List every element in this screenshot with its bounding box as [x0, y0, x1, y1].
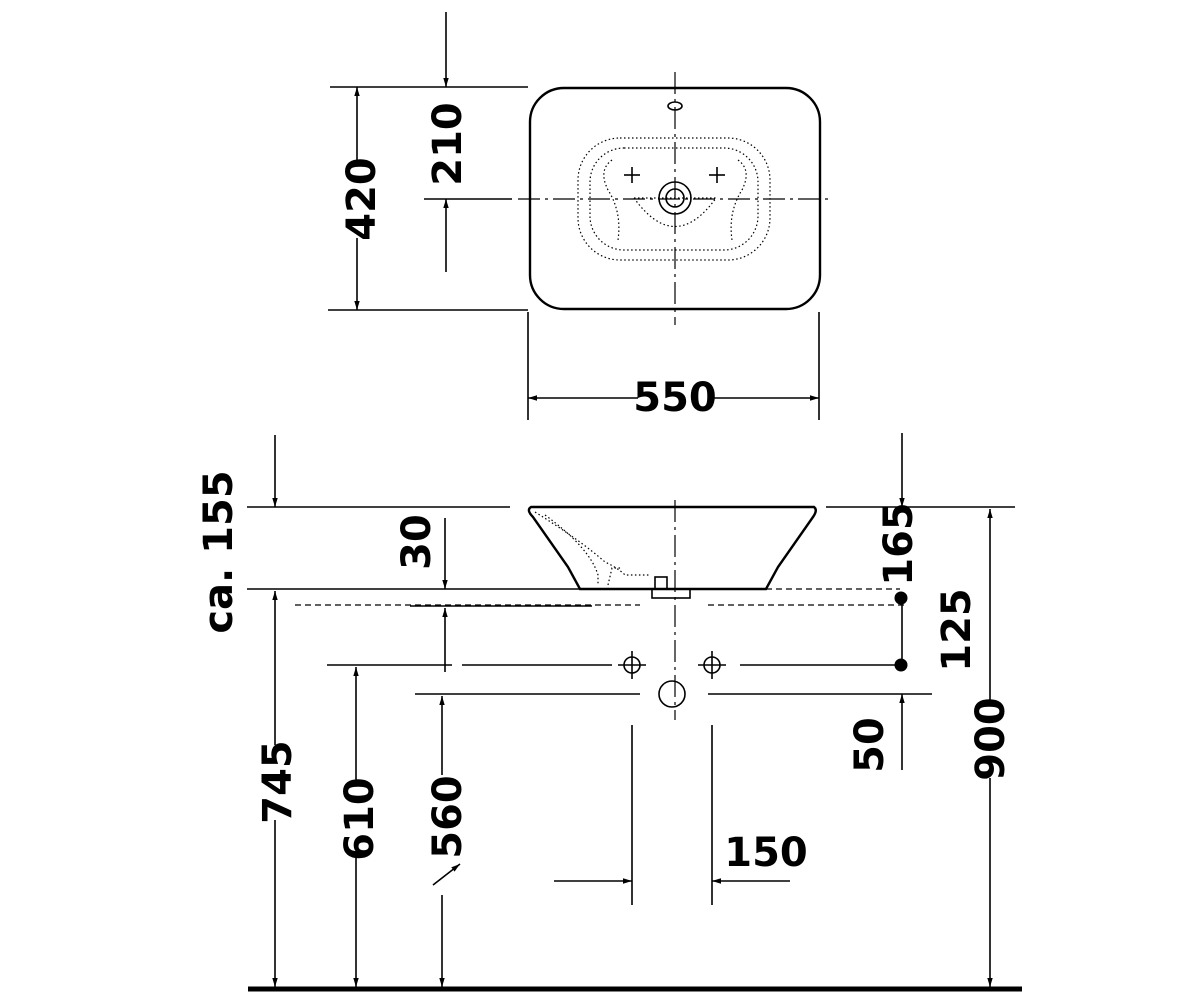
- dim-label-total-height: 900: [968, 697, 1014, 781]
- dim-label-counter-height: 745: [255, 740, 301, 824]
- top-view: [518, 72, 832, 325]
- dim-label-tap-spacing-horizontal: 150: [724, 830, 808, 876]
- dim-label-tap-hole-offset: 210: [425, 102, 471, 186]
- basin-outline-side: [527, 505, 817, 591]
- drain-fitting: [654, 576, 668, 590]
- dim-label-top-width: 550: [633, 375, 717, 421]
- dim-label-drain-height: 560: [425, 775, 471, 859]
- tap-symbol-right: [698, 651, 726, 679]
- tap-cross-right: [709, 167, 725, 183]
- dim-label-top-to-tap: 165: [876, 502, 922, 586]
- dim-label-top-depth: 420: [339, 157, 385, 241]
- dim-label-height: ca. 155: [196, 470, 242, 633]
- ref-arrow: [432, 863, 461, 886]
- dim-label-tap-spacing-vertical: 125: [934, 588, 980, 672]
- dim-dot-bottom: [894, 658, 908, 672]
- drain-symbol: [658, 680, 686, 708]
- dim-label-tap-height: 610: [337, 777, 383, 861]
- dim-dot-top: [894, 591, 908, 605]
- dim-label-tap-to-drain: 50: [847, 717, 893, 773]
- side-view: [247, 500, 1022, 992]
- tap-cross-left: [624, 167, 640, 183]
- tap-hole-marker: [667, 101, 683, 111]
- top-view-dimensions: [328, 12, 820, 420]
- tap-symbol-left: [618, 651, 646, 679]
- drain-inner: [665, 188, 685, 208]
- drain-outer: [658, 181, 692, 215]
- side-view-dimensions: [247, 433, 1015, 987]
- dim-label-rim-thickness: 30: [394, 514, 440, 570]
